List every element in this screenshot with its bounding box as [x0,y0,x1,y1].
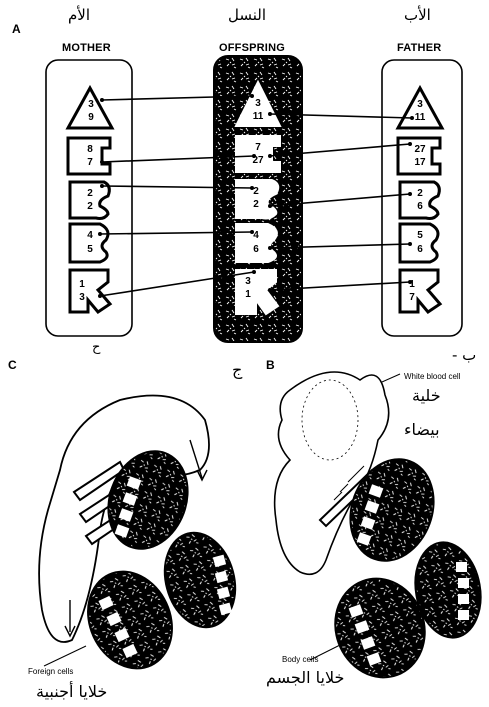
foreign-cells-label-arabic: خلايا أجنبية [36,682,107,701]
father-b-allele-1: 27 [414,144,426,155]
offspring-d-allele-1: 4 [253,230,259,241]
offspring-a-allele-2: 11 [253,111,264,122]
panel-c-letter: C [8,358,17,372]
mother-a-allele-2: 9 [88,112,94,123]
offspring-c-allele-1: 2 [253,186,259,197]
mother-dr-allele-1: 1 [79,279,85,290]
white-blood-cell-label: White blood cell [404,372,460,381]
mother-b-allele-1: 8 [87,144,93,155]
father-b-allele-2: 17 [414,157,426,168]
offspring-b-allele-2: 27 [252,155,264,166]
mother-c-allele-2: 2 [87,201,93,212]
father-a-allele-1: 3 [417,99,423,110]
offspring-d-allele-2: 6 [253,244,259,255]
father-dr-allele-2: 7 [409,292,415,303]
foreign-cells-label: Foreign cells [28,667,73,676]
mother-a-allele-1: 3 [88,99,94,110]
mother-d-allele-2: 5 [87,244,93,255]
mother-b-allele-2: 7 [87,157,93,168]
father-c-allele-2: 6 [417,201,423,212]
father-dr-allele-1: 1 [409,279,415,290]
father-d-allele-2: 6 [417,244,423,255]
mother-dr-allele-2: 3 [79,292,85,303]
mother-c-allele-1: 2 [87,188,93,199]
father-a-allele-2: 11 [415,112,426,123]
panel-c-diagram [39,396,245,683]
offspring-a-allele-1: 3 [255,98,261,109]
father-d-allele-1: 5 [417,230,423,241]
white-blood-cell-label-arabic-2: بيضاء [404,420,440,439]
panel-b-letter-arabic: ب - [452,346,476,364]
white-blood-cell-label-arabic-1: خلية [412,386,441,405]
offspring-c-allele-2: 2 [253,199,259,210]
offspring-dr-allele-1: 3 [245,276,251,287]
offspring-b-allele-1: 7 [255,142,261,153]
offspring-dr-allele-2: 1 [245,289,251,300]
mother-d-allele-1: 4 [87,230,93,241]
body-cells-label-arabic: خلايا الجسم [266,668,344,687]
panel-b-diagram [275,372,488,690]
body-cells-label: Body cells [282,655,318,664]
panel-b-letter: B [266,358,275,372]
panel-c-letter-arabic: ح [92,340,100,355]
panel-c-label-arabic: ج [232,360,242,379]
father-c-allele-1: 2 [417,188,423,199]
